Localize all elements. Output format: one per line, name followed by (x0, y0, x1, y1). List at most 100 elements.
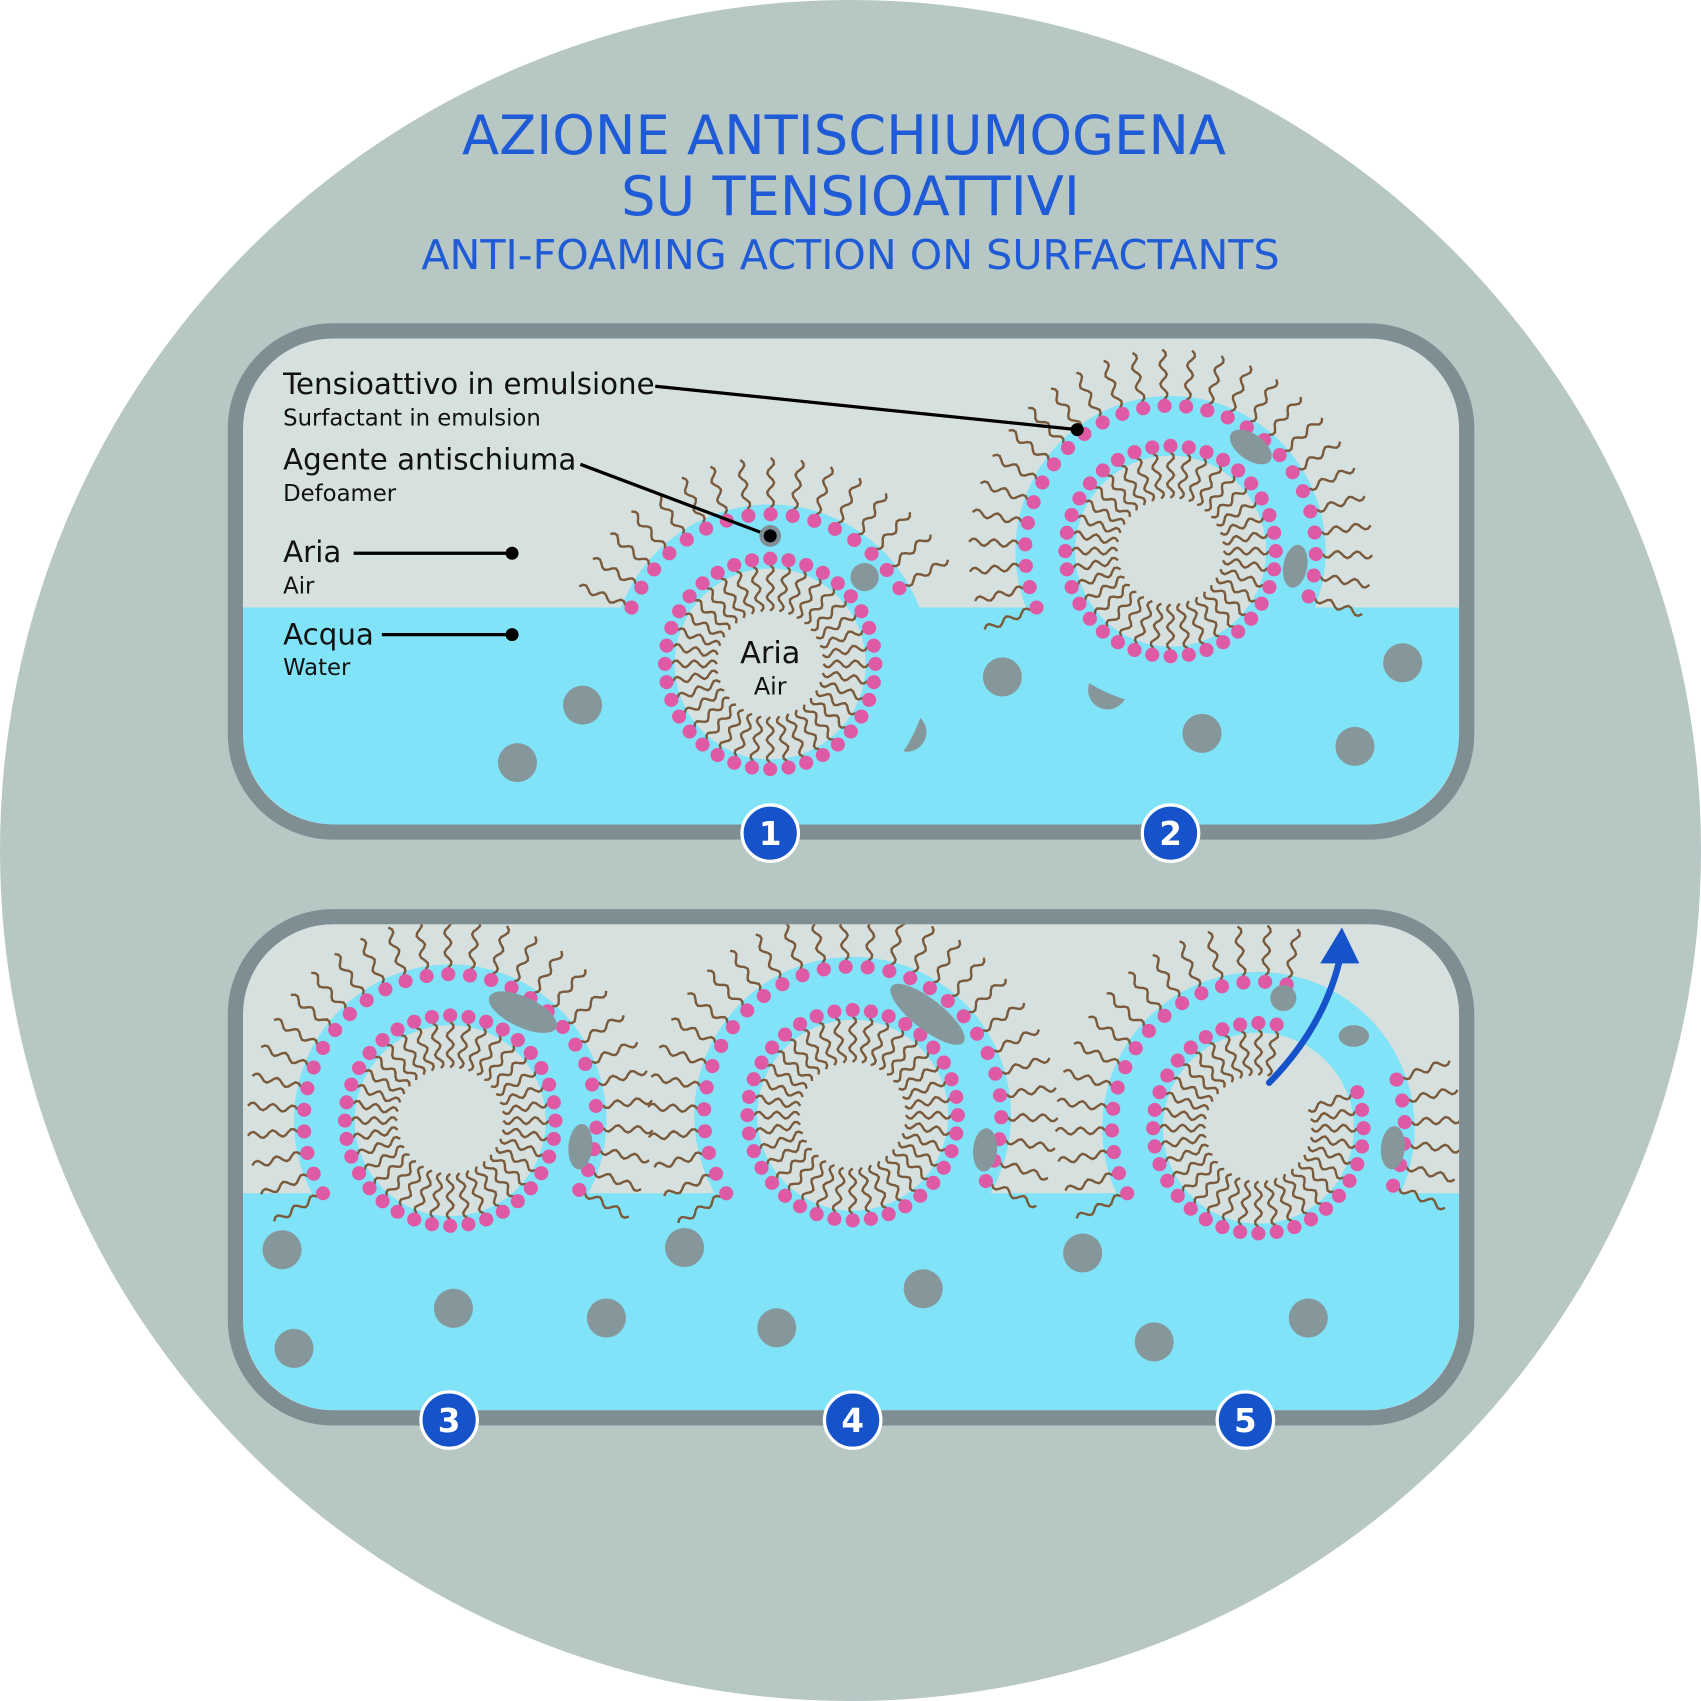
surfactant-tail (865, 924, 878, 962)
surfactant-tail (1216, 501, 1258, 527)
defoamer-droplet (1380, 1126, 1405, 1170)
surfactant-head (854, 604, 869, 619)
surfactant-tail (791, 459, 805, 511)
surfactant-tail (775, 1147, 813, 1179)
surfactant-head (1179, 399, 1194, 414)
surfactant-head (1147, 1139, 1162, 1154)
defoamer-particle (563, 685, 603, 725)
surfactant-head (306, 1060, 321, 1075)
surfactant-head (1120, 1186, 1135, 1201)
surfactant-tail (766, 1139, 807, 1165)
surfactant-head (664, 692, 679, 707)
surfactant-head (845, 1213, 860, 1228)
panel-bottom (227, 909, 1475, 1426)
surfactant-head (1214, 979, 1230, 994)
surfactant-tail (1219, 516, 1265, 536)
surfactant-tail (971, 508, 1023, 524)
surfactant-head (568, 1037, 583, 1052)
surfactant-head (697, 1102, 712, 1117)
surfactant-tail (1237, 1179, 1252, 1227)
surfactant-tail (601, 1097, 653, 1110)
surfactant-tail (374, 1055, 411, 1087)
surfactant-tail (815, 1164, 835, 1209)
surfactant-head (1267, 562, 1282, 577)
surfactant-head (1026, 495, 1041, 510)
surfactant-head (1018, 537, 1033, 552)
surfactant-tail (476, 1034, 502, 1076)
defoamer-particle (903, 1269, 943, 1309)
surfactant-tail (1064, 1172, 1114, 1192)
surfactant-tail (670, 1017, 717, 1044)
step-badge-circle (822, 1390, 883, 1450)
surfactant-tail (694, 598, 731, 630)
surfactant-head (672, 709, 687, 724)
surfactant-tail (272, 1194, 318, 1222)
surfactant-tail (847, 1167, 858, 1215)
surfactant-tail (870, 1021, 890, 1067)
surfactant-head (316, 1186, 331, 1201)
step-badge-circle (1140, 803, 1201, 863)
surfactant-tail (1075, 371, 1102, 418)
surfactant-head (756, 988, 771, 1004)
surfactant-tail (1133, 599, 1153, 645)
surfactant-tail (904, 1110, 953, 1121)
defoamer-particle (1063, 1233, 1103, 1273)
surfactant-head (1215, 1022, 1230, 1037)
surfactant-head (741, 508, 756, 523)
surfactant-head (1110, 1080, 1125, 1095)
surfactant-tail (363, 1144, 405, 1171)
surfactant-tail (580, 1015, 625, 1044)
surfactant-tail (631, 510, 667, 549)
surfactant-tail (670, 659, 718, 669)
surfactant-tail (1188, 457, 1208, 503)
surfactant-head (1350, 1085, 1365, 1100)
surfactant-head (1157, 398, 1172, 413)
surfactant-tail (1196, 465, 1223, 507)
surfactant-tail (251, 1151, 302, 1167)
surfactant-tail (429, 1172, 444, 1219)
surfactant-head (542, 1149, 557, 1164)
surfactant-head (740, 1003, 755, 1018)
surfactant-head (1128, 1041, 1143, 1056)
surfactant-head (352, 1166, 367, 1181)
surfactant-tail (1215, 577, 1257, 603)
surfactant-head (793, 1017, 808, 1032)
surfactant-head (378, 982, 393, 997)
surfactant-head (682, 589, 697, 604)
surfactant-head (746, 1144, 761, 1159)
surfactant-head (1183, 1201, 1198, 1216)
surfactant-tail (1006, 1112, 1059, 1123)
surfactant-head (339, 1095, 354, 1110)
surfactant-head (1095, 463, 1110, 478)
surfactant-tail (980, 480, 1029, 501)
surfactant-head (1170, 1188, 1185, 1203)
surfactant-head (697, 1124, 712, 1139)
surfactant-head (860, 960, 875, 975)
legend: Tensioattivo in emulsione Surfactant in … (282, 367, 1078, 681)
surfactant-head (443, 1218, 458, 1233)
defoamer-particle (1288, 1298, 1328, 1338)
step-badge: 1 (740, 803, 801, 863)
surfactant-head (892, 581, 907, 596)
surfactant-tail (1075, 1193, 1122, 1219)
surfactant-tail (1211, 487, 1248, 519)
surfactant-head (542, 1077, 557, 1092)
surfactant-tail (590, 1041, 639, 1065)
surfactant-head (827, 521, 843, 536)
surfactant-tail (1282, 1173, 1309, 1215)
surfactant-tail (1319, 574, 1371, 589)
surfactant-head (866, 675, 881, 690)
surfactant-tail (1136, 457, 1156, 502)
surfactant-head (727, 755, 742, 770)
surfactant-head (1233, 1224, 1248, 1239)
surfactant-head (936, 1055, 951, 1070)
surfactant-head (1301, 589, 1316, 604)
surfactant-tail (676, 679, 721, 699)
surfactant-head (988, 1066, 1003, 1081)
surfactant-head (1198, 1030, 1213, 1045)
surfactant-tail (1076, 566, 1122, 586)
surfactant-tail (602, 1123, 654, 1135)
surfactant-tail (1320, 522, 1372, 536)
surfactant-tail (1008, 428, 1050, 461)
surfactant-head (740, 1108, 755, 1123)
